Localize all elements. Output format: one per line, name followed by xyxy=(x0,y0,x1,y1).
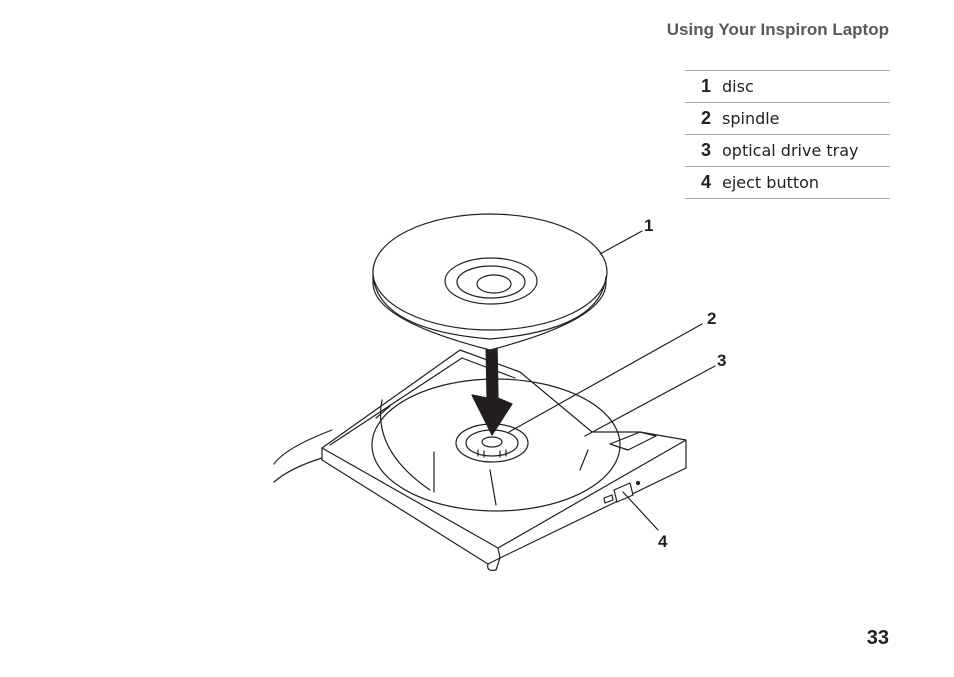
callout-number: 4 xyxy=(658,532,668,551)
legend-number: 3 xyxy=(685,134,722,167)
laptop-body-edge xyxy=(273,429,333,483)
section-header: Using Your Inspiron Laptop xyxy=(666,20,889,39)
insert-direction-arrow xyxy=(471,341,513,436)
callout-number: 1 xyxy=(644,216,653,235)
legend-row: 2 spindle xyxy=(685,102,890,135)
callout-number: 2 xyxy=(707,309,716,328)
callout-1: 1 xyxy=(599,216,653,255)
disc xyxy=(372,213,608,351)
page-number: 33 xyxy=(866,627,889,649)
legend-number: 4 xyxy=(685,166,722,199)
legend-row: 1 disc xyxy=(685,70,890,103)
legend-row: 4 eject button xyxy=(685,166,890,199)
legend-row: 3 optical drive tray xyxy=(685,134,890,167)
callout-4: 4 xyxy=(622,491,668,551)
callout-3: 3 xyxy=(584,351,726,437)
legend-label: eject button xyxy=(722,166,890,199)
legend-table: 1 disc 2 spindle 3 optical drive tray 4 … xyxy=(685,70,890,199)
legend-label: optical drive tray xyxy=(722,134,890,167)
legend-number: 2 xyxy=(685,102,722,135)
legend-label: disc xyxy=(722,70,890,103)
legend-number: 1 xyxy=(685,70,722,103)
legend-label: spindle xyxy=(722,102,890,135)
callout-2: 2 xyxy=(508,309,716,433)
callout-number: 3 xyxy=(717,351,726,370)
